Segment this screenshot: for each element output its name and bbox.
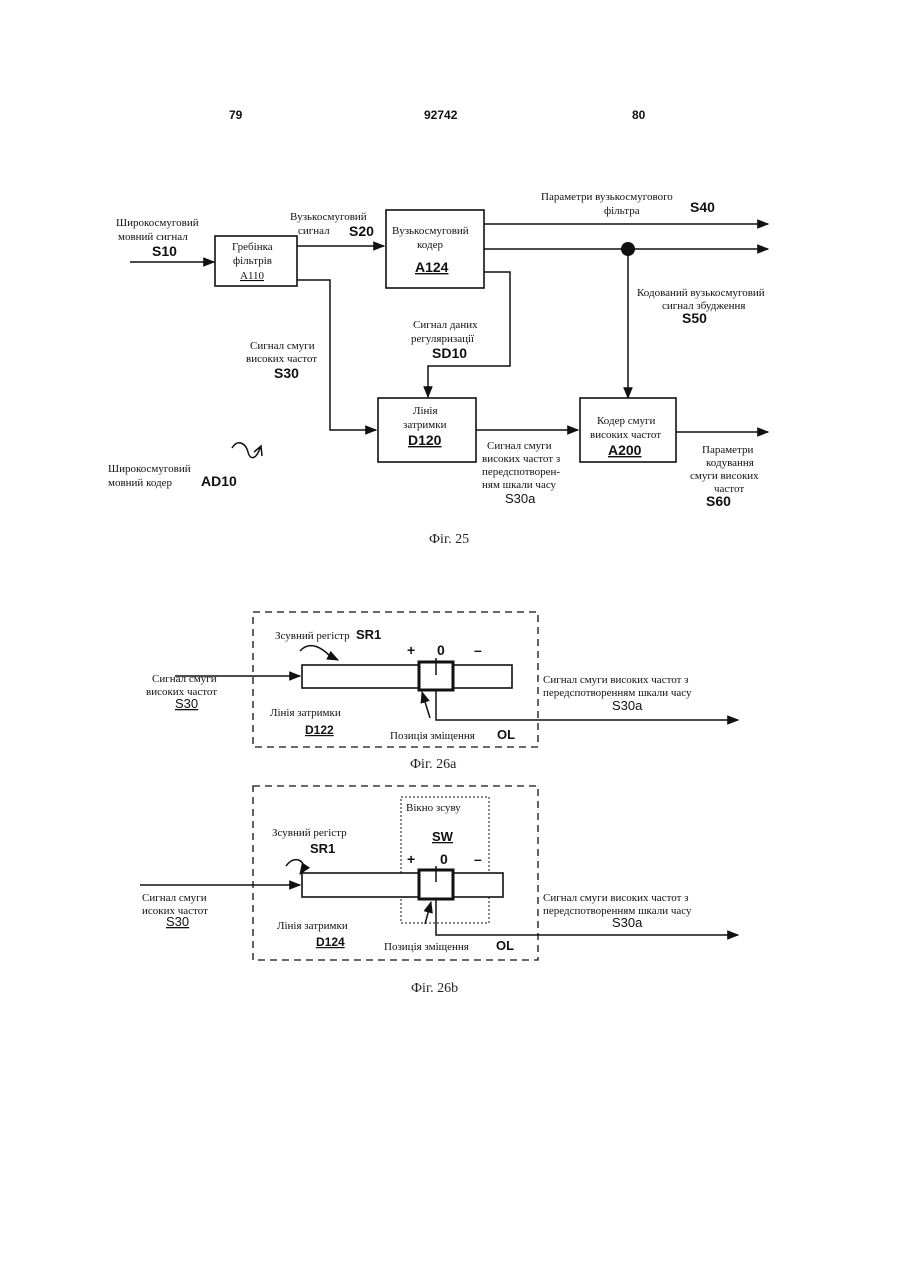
warped-signal-label-3: передспотворен- (482, 466, 560, 478)
input-signal-label-2: мовний сигнал (118, 231, 188, 243)
shift-window-label: Вікно зсуву (406, 802, 461, 814)
delay-line-label-2: затримки (403, 419, 447, 431)
offset-pointer-arrow (422, 692, 430, 718)
delay-line-id-26b: D124 (316, 935, 345, 949)
filter-bank-id: A110 (240, 270, 265, 282)
encoder-label-2: мовний кодер (108, 477, 173, 489)
warped-signal-id: S30a (505, 491, 536, 506)
output-id-26a: S30a (612, 698, 643, 713)
offset-position-label-26b: Позиція зміщення (384, 941, 469, 953)
delay-line-id-26a: D122 (305, 723, 334, 737)
shift-register-id-26b: SR1 (310, 841, 335, 856)
zero-mark-26b: 0 (440, 851, 448, 867)
excitation-id: S50 (682, 310, 707, 326)
page-number-left: 79 (229, 108, 243, 122)
highband-params-label-3: смуги високих (690, 470, 759, 482)
narrowband-coder-id: A124 (415, 259, 449, 275)
highband-coder-label: Кодер смуги (597, 415, 656, 427)
offset-position-id: OL (497, 727, 515, 742)
minus-sign-26b: – (474, 851, 482, 867)
input-id-26b: S30 (166, 914, 189, 929)
narrowband-coder-label: Вузькосмуговий (392, 225, 469, 237)
offset-pointer-arrow-26b (425, 902, 431, 924)
highband-params-label-2: кодування (706, 457, 754, 469)
highband-params-label: Параметри (702, 444, 753, 456)
narrowband-signal-id: S20 (349, 223, 374, 239)
filter-params-label-2: фільтра (604, 205, 640, 217)
plus-sign: + (407, 642, 415, 658)
narrowband-coder-label-2: кодер (417, 239, 443, 251)
delay-line-label-26a: Лінія затримки (270, 707, 341, 719)
input-signal-label: Широкосмуговий (116, 217, 199, 229)
patent-number: 92742 (424, 108, 458, 122)
shift-register-label: Зсувний регістр (275, 630, 350, 642)
warped-signal-label-4: ням шкали часу (482, 479, 557, 491)
highband-coder-id: A200 (608, 442, 642, 458)
delay-line-id: D120 (408, 432, 442, 448)
filter-params-id: S40 (690, 199, 715, 215)
encoder-id: AD10 (201, 473, 237, 489)
highband-coder-label-2: високих частот (590, 429, 661, 441)
delay-line-label: Лінія (413, 405, 438, 417)
plus-sign-26b: + (407, 851, 415, 867)
offset-position-label: Позиція зміщення (390, 730, 475, 742)
page-number-right: 80 (632, 108, 646, 122)
squiggle-pointer-icon (232, 443, 262, 458)
regularization-label-2: регуляризації (411, 333, 475, 345)
figure-26b: Вікно зсуву SW Зсувний регістр SR1 + 0 –… (140, 786, 738, 996)
filter-bank-label-2: фільтрів (233, 255, 272, 267)
output-label-26a: Сигнал смуги високих частот з (543, 674, 689, 686)
figure-25: Широкосмуговий мовний сигнал S10 Гребінк… (108, 191, 768, 547)
input-label-26a: Сигнал смуги (152, 673, 217, 685)
regularization-label: Сигнал даних (413, 319, 478, 331)
highband-signal-label: Сигнал смуги (250, 340, 315, 352)
filter-params-label: Параметри вузькосмугового (541, 191, 673, 203)
encoder-label: Широкосмуговий (108, 463, 191, 475)
filter-bank-label: Гребінка (232, 241, 273, 253)
shift-register-bar-26b (302, 873, 503, 897)
warped-signal-label-2: високих частот з (482, 453, 560, 465)
warped-signal-label: Сигнал смуги (487, 440, 552, 452)
figure-26a-caption: Фіг. 26а (410, 757, 457, 772)
zero-mark: 0 (437, 642, 445, 658)
minus-sign: – (474, 642, 482, 658)
delay-line-label-26b: Лінія затримки (277, 920, 348, 932)
offset-position-id-26b: OL (496, 938, 514, 953)
highband-signal-label-2: високих частот (246, 353, 317, 365)
shift-register-label-26b: Зсувний регістр (272, 827, 347, 839)
register-pointer-arrow (300, 646, 338, 660)
narrowband-signal-label: Вузькосмуговий (290, 211, 367, 223)
regularization-id: SD10 (432, 345, 467, 361)
highband-signal-id: S30 (274, 365, 299, 381)
output-id-26b: S30a (612, 915, 643, 930)
shift-window-id: SW (432, 829, 454, 844)
output-label-26b: Сигнал смуги високих частот з (543, 892, 689, 904)
figure-26a: Зсувний регістр SR1 + 0 – Сигнал смуги в… (146, 612, 738, 772)
narrowband-signal-label-2: сигнал (298, 225, 330, 237)
input-signal-id: S10 (152, 243, 177, 259)
excitation-label: Кодований вузькосмуговий (637, 287, 765, 299)
shift-register-id: SR1 (356, 627, 381, 642)
input-id-26a: S30 (175, 696, 198, 711)
highband-params-id: S60 (706, 493, 731, 509)
input-label-26b: Сигнал смуги (142, 892, 207, 904)
figure-26b-caption: Фіг. 26b (411, 981, 458, 996)
register-pointer-arrow-26b (286, 860, 304, 874)
shift-register-bar (302, 665, 512, 688)
figure-25-caption: Фіг. 25 (429, 532, 469, 547)
